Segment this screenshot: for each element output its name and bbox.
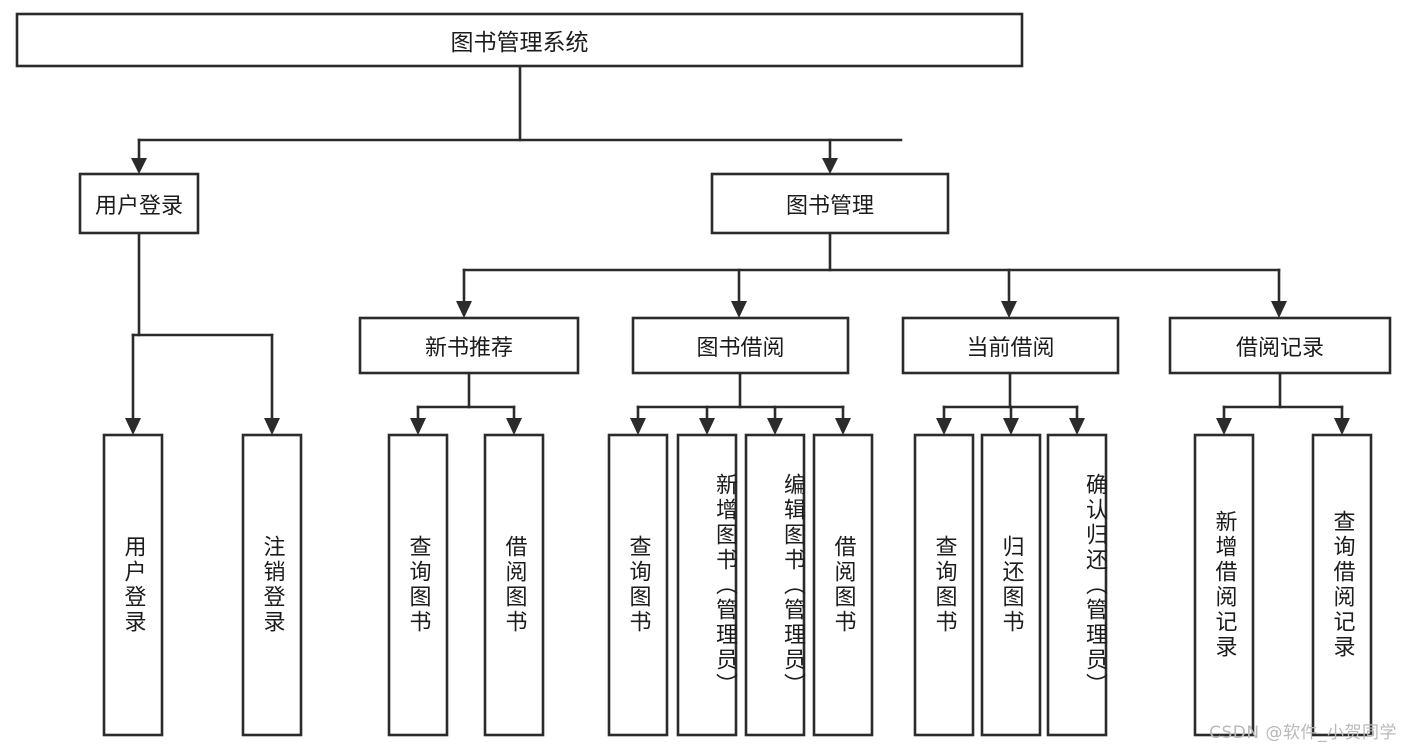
arrow-head-leaf-add-book-admin [699, 418, 715, 435]
arrow-head-leaf-borrow-book-2 [835, 418, 851, 435]
connector-group-current-borrow [936, 371, 1085, 435]
arrow-head-book-borrow [731, 301, 747, 318]
node-box-user-login[interactable] [78, 172, 200, 235]
arrow-head-current-borrow [1001, 301, 1017, 318]
node-box-leaf-add-book-admin[interactable] [676, 433, 738, 737]
connector-group-new-book-recommend [410, 371, 522, 435]
arrow-head-user-login [131, 158, 147, 174]
arrow-head-leaf-add-borrow-record [1216, 418, 1232, 435]
node-box-book-borrow[interactable] [631, 316, 850, 375]
arrow-head-leaf-query-book-1 [410, 418, 426, 435]
arrow-head-new-book-recommend [456, 301, 472, 318]
arrow-head-borrow-record [1271, 301, 1287, 318]
connector-group-user-login [125, 231, 280, 435]
node-box-leaf-borrow-book-1[interactable] [483, 433, 545, 737]
node-box-leaf-query-borrow-record[interactable] [1311, 433, 1373, 737]
node-box-leaf-return-book[interactable] [980, 433, 1042, 737]
node-box-leaf-logout-login[interactable] [241, 433, 303, 737]
connector-group-root [131, 64, 903, 174]
node-box-leaf-confirm-return-admin[interactable] [1046, 433, 1108, 737]
node-box-leaf-query-book-1[interactable] [387, 433, 449, 737]
arrow-head-leaf-return-book [1003, 418, 1019, 435]
node-box-leaf-borrow-book-2[interactable] [812, 433, 874, 737]
node-box-root[interactable] [15, 12, 1024, 68]
node-box-leaf-add-borrow-record[interactable] [1193, 433, 1255, 737]
node-box-borrow-record[interactable] [1168, 316, 1392, 375]
arrow-head-leaf-confirm-return-admin [1069, 418, 1085, 435]
arrow-head-leaf-query-book-2 [630, 418, 646, 435]
node-box-new-book-recommend[interactable] [358, 316, 580, 375]
connector-group-book-borrow [630, 371, 851, 435]
connector-group-book-management [456, 231, 1287, 318]
arrow-head-leaf-logout-login [264, 418, 280, 435]
arrow-head-leaf-query-book-3 [936, 418, 952, 435]
node-box-current-borrow[interactable] [901, 316, 1120, 375]
connector-group-borrow-record [1216, 371, 1350, 435]
node-box-leaf-query-book-3[interactable] [913, 433, 975, 737]
node-box-leaf-edit-book-admin[interactable] [744, 433, 806, 737]
watermark-text: CSDN @软件_小贺同学 [1209, 723, 1397, 743]
arrow-head-leaf-edit-book-admin [767, 418, 783, 435]
node-box-leaf-user-login[interactable] [102, 433, 164, 737]
arrow-head-book-management [822, 158, 838, 174]
arrow-head-leaf-query-borrow-record [1334, 418, 1350, 435]
arrow-head-leaf-borrow-book-1 [506, 418, 522, 435]
arrow-head-leaf-user-login [125, 418, 141, 435]
node-box-book-management[interactable] [710, 172, 950, 235]
node-box-leaf-query-book-2[interactable] [607, 433, 669, 737]
